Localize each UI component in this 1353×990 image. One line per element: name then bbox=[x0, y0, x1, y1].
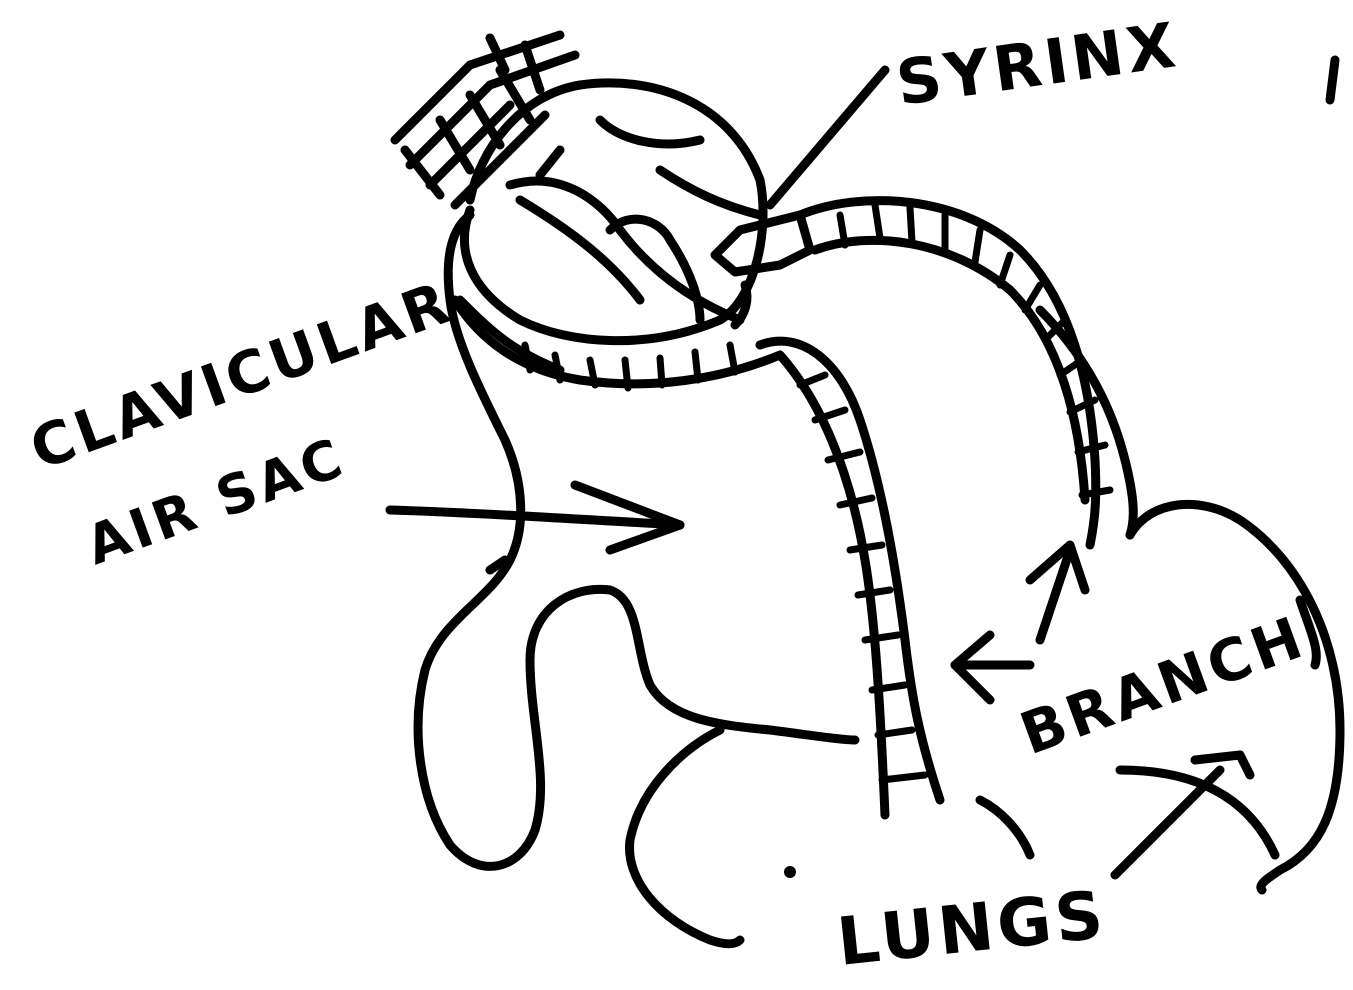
edge-mark bbox=[1330, 60, 1335, 100]
label-clavicular: CLAVICULAR bbox=[22, 268, 462, 483]
syrinx-organ bbox=[464, 83, 810, 341]
syrinx-leader-line bbox=[770, 70, 885, 205]
airflow-arrows bbox=[390, 485, 1085, 700]
left-bronchus bbox=[455, 300, 940, 815]
label-bronchi: BRANCH bbox=[1012, 603, 1315, 769]
label-syrinx: SYRINX bbox=[892, 8, 1183, 120]
label-lungs: LUNGS bbox=[834, 876, 1111, 981]
